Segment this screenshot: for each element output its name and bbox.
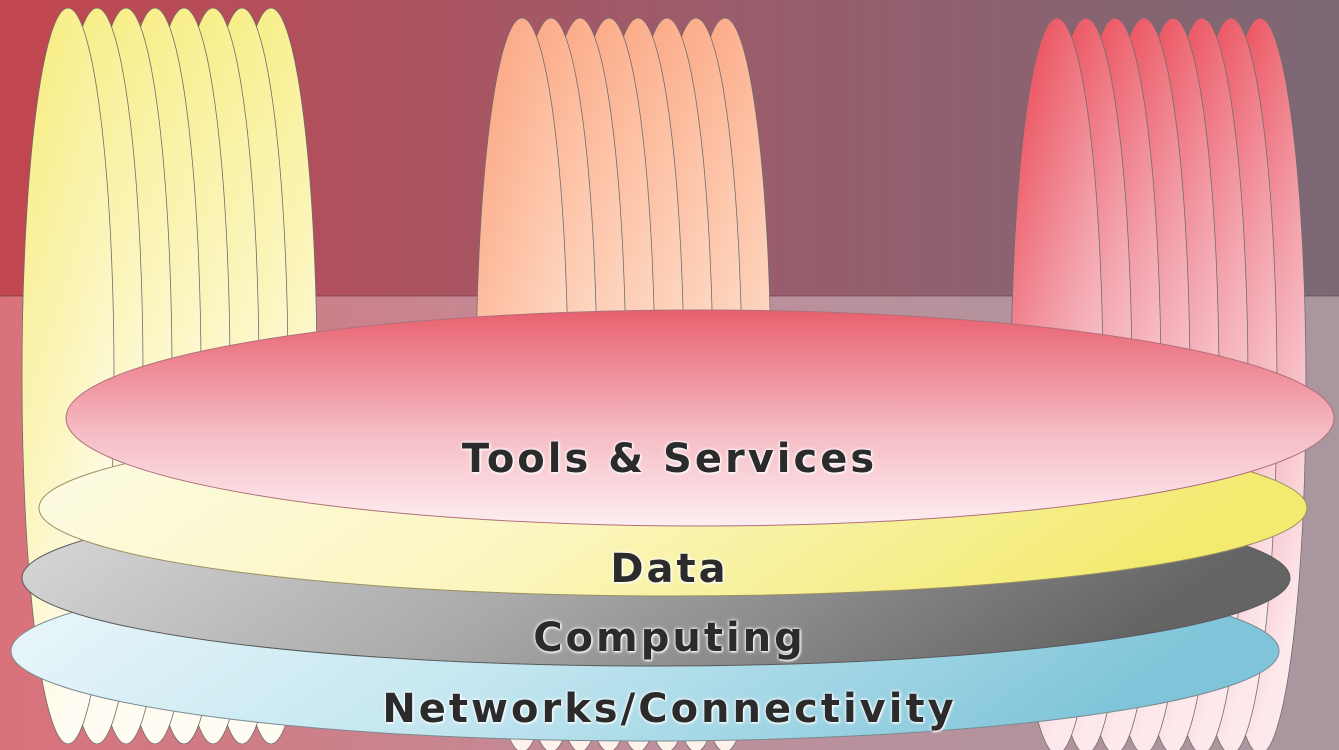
horizontal-layers — [10, 309, 1335, 742]
layer-tools-disc — [65, 309, 1335, 527]
